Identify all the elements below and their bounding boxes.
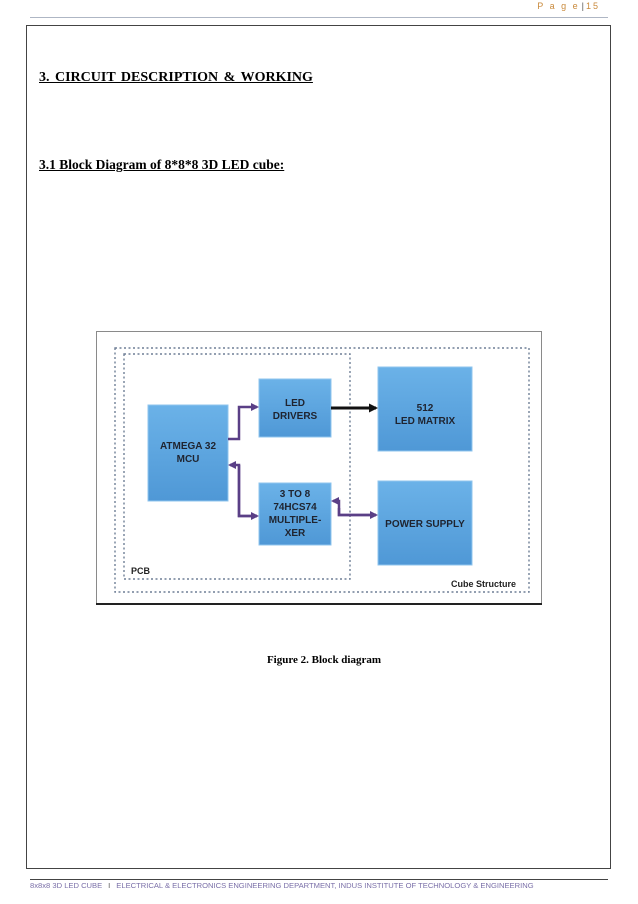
mux-line-3: MULTIPLE- [269, 515, 322, 526]
mcu-line-2: MCU [177, 454, 200, 465]
mcu-to-mux-arrow [237, 465, 259, 520]
page-border [26, 25, 611, 869]
mux-line-1: 3 TO 8 [280, 489, 311, 500]
subsection-heading: 3.1 Block Diagram of 8*8*8 3D LED cube: [39, 157, 285, 172]
multiplexer-block: 3 TO 8 74HCS74 MULTIPLE- XER [258, 482, 332, 546]
led-matrix-line-1: 512 [417, 403, 434, 414]
page-word: P a g e [537, 1, 580, 11]
footer-separator: I [108, 881, 111, 890]
cube-structure-label: Cube Structure [451, 579, 516, 589]
pcb-label: PCB [131, 566, 151, 576]
mux-line-2: 74HCS74 [273, 502, 317, 513]
section-heading: 3. CIRCUIT DESCRIPTION & WORKING [39, 70, 313, 85]
page-number: 15 [585, 1, 600, 11]
block-diagram-figure: ATMEGA 32 MCU LED DRIVERS 3 TO 8 74HCS74… [96, 331, 542, 605]
cube-structure-boundary [114, 347, 530, 593]
footer-department: ELECTRICAL & ELECTRONICS ENGINEERING DEP… [116, 881, 534, 890]
power-supply-line-1: POWER SUPPLY [385, 519, 465, 530]
page-header: P a g e|15 [30, 0, 608, 18]
led-matrix-line-2: LED MATRIX [395, 416, 456, 427]
mcu-block: ATMEGA 32 MCU [147, 404, 229, 502]
led-drivers-line-2: DRIVERS [273, 411, 318, 422]
figure-caption: Figure 2. Block diagram [266, 654, 382, 666]
led-matrix-block: 512 LED MATRIX [377, 366, 473, 452]
page-separator: | [581, 1, 584, 11]
mux-line-4: XER [285, 528, 306, 539]
page-footer: 8x8x8 3D LED CUBE I ELECTRICAL & ELECTRONI… [30, 879, 608, 890]
pcb-boundary [123, 353, 351, 580]
mcu-to-drivers-arrow [228, 403, 259, 441]
mux-to-power-arrow [337, 508, 378, 519]
power-supply-block: POWER SUPPLY [377, 480, 473, 566]
mcu-line-1: ATMEGA 32 [160, 441, 217, 452]
page-number-label: P a g e|15 [537, 1, 600, 11]
footer-title: 8x8x8 3D LED CUBE [30, 881, 103, 890]
led-drivers-block: LED DRIVERS [258, 378, 332, 438]
block-diagram: ATMEGA 32 MCU LED DRIVERS 3 TO 8 74HCS74… [96, 331, 542, 605]
led-drivers-line-1: LED [285, 398, 305, 409]
